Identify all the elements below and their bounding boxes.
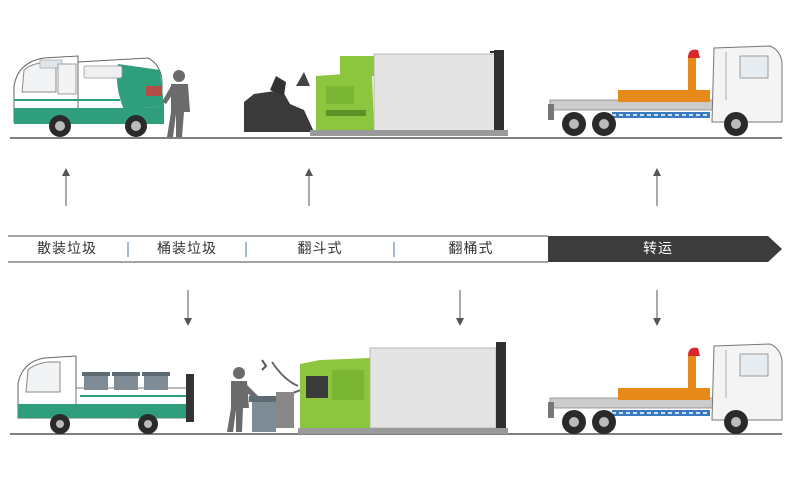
- electric-sweeper-truck-icon: [13, 55, 164, 137]
- process-bar: [8, 235, 782, 263]
- stage-label-bin-lifting-type: 翻桶式: [448, 241, 494, 257]
- stage-label-bulk-waste: 散装垃圾: [37, 241, 97, 257]
- hook-lift-truck-icon: [548, 343, 783, 434]
- stage-label-transfer: 转运: [643, 241, 673, 257]
- up-arrow: [653, 168, 661, 206]
- up-arrow: [305, 168, 313, 206]
- bin-carrier-truck-icon: [17, 355, 194, 434]
- stage-label-bin-waste: 桶装垃圾: [157, 241, 217, 257]
- down-arrow: [184, 290, 192, 326]
- worker-with-bin-icon: [227, 367, 279, 432]
- hook-lift-truck-icon: [548, 45, 783, 136]
- down-arrow: [653, 290, 661, 326]
- down-arrow: [456, 290, 464, 326]
- compactor-station-icon: [244, 50, 508, 136]
- worker-icon: [162, 70, 190, 137]
- bin-lifter-compactor-icon: [261, 342, 508, 434]
- active-stage-arrow: [548, 236, 782, 262]
- stage-label-tipping-type: 翻斗式: [297, 241, 343, 257]
- up-arrow: [62, 168, 70, 206]
